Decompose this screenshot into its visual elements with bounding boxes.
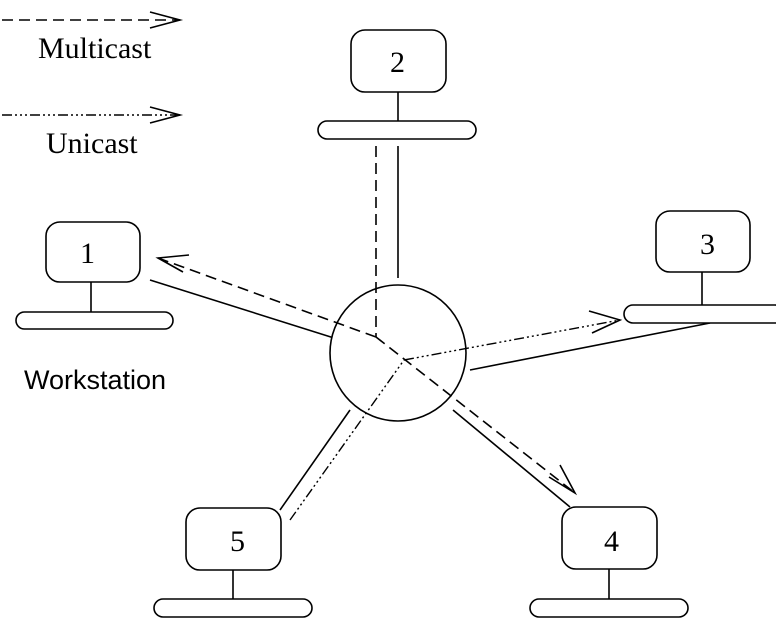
link-1 <box>149 279 335 339</box>
node-4-base <box>529 598 689 618</box>
workstation-node-3: 3 <box>623 210 776 324</box>
node-3-label: 3 <box>700 228 715 261</box>
unicast-from-5 <box>289 359 405 521</box>
node-3-base <box>623 304 776 324</box>
link-4 <box>452 409 571 508</box>
unicast-to-3 <box>403 319 621 361</box>
node-5-label: 5 <box>230 525 245 558</box>
node-1-base <box>15 311 174 330</box>
network-links <box>149 146 711 511</box>
node-5-monitor <box>185 507 282 571</box>
node-3-monitor <box>655 210 751 273</box>
node-2-monitor <box>350 29 447 93</box>
link-5 <box>279 409 351 511</box>
workstation-node-5: 5 <box>153 507 313 618</box>
unicast-legend-arrowhead <box>149 106 184 124</box>
multicast-legend-arrowhead <box>149 11 184 29</box>
node-1-label: 1 <box>80 237 95 270</box>
node-5-base <box>153 598 313 618</box>
node-1-monitor <box>45 221 141 283</box>
multicast-paths <box>155 146 578 496</box>
node-4-label: 4 <box>604 525 619 558</box>
node-2-base <box>317 120 477 140</box>
hub-router <box>329 284 467 422</box>
workstation-caption: Workstation <box>24 365 166 395</box>
node-4-monitor <box>561 506 658 570</box>
multicast-arrowhead-1 <box>155 254 190 273</box>
multicast-arrowhead-4 <box>548 464 578 496</box>
workstation-node-1: 1 <box>15 221 174 330</box>
multicast-to-1 <box>157 257 377 338</box>
unicast-paths <box>289 310 623 521</box>
legend: Multicast Unicast <box>2 11 184 160</box>
unicast-arrowhead-3 <box>588 310 623 334</box>
node-2-label: 2 <box>390 46 405 79</box>
multicast-to-4 <box>375 336 576 494</box>
link-3 <box>469 322 711 371</box>
workstation-node-4: 4 <box>529 506 689 618</box>
workstation-node-2: 2 <box>317 29 477 140</box>
unicast-legend-label: Unicast <box>46 127 138 160</box>
multicast-legend-label: Multicast <box>38 32 152 65</box>
